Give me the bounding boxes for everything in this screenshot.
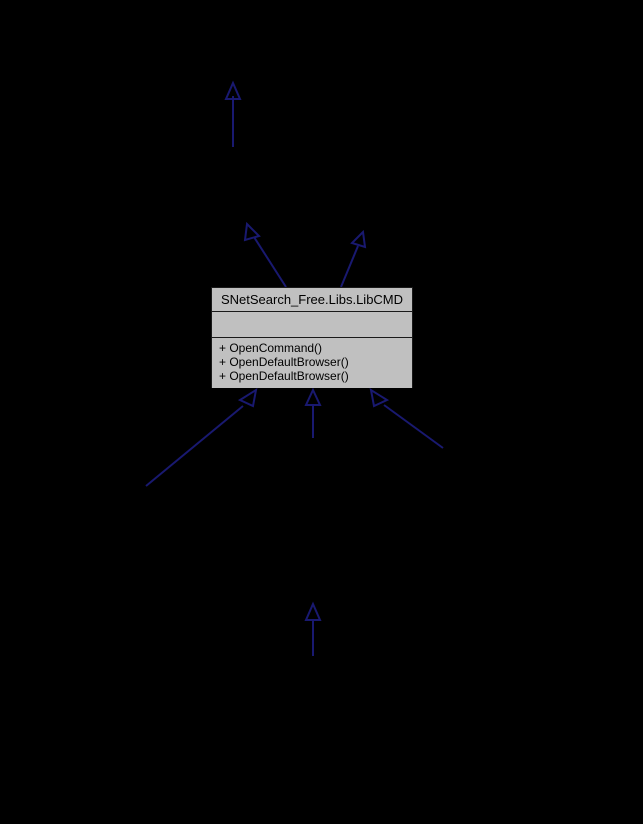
hollow-triangle-arrowhead-icon	[304, 387, 322, 406]
inheritance-edge-bottom-vertical[interactable]	[304, 601, 322, 656]
edge-line	[383, 404, 444, 449]
uml-methods-compartment: + OpenCommand() + OpenDefaultBrowser() +…	[212, 338, 412, 388]
uml-method-item: + OpenDefaultBrowser()	[219, 369, 349, 384]
inheritance-edge-lower-right[interactable]	[369, 387, 444, 449]
uml-class-node-libcmd[interactable]: SNetSearch_Free.Libs.LibCMD + OpenComman…	[211, 287, 413, 388]
hollow-triangle-arrowhead-icon	[350, 229, 367, 249]
inheritance-edge-upper-left[interactable]	[243, 221, 287, 288]
hollow-triangle-arrowhead-icon	[243, 221, 261, 242]
edge-line	[145, 405, 244, 487]
uml-method-item: + OpenCommand()	[219, 341, 323, 355]
hollow-triangle-arrowhead-icon	[237, 387, 258, 408]
hollow-triangle-arrowhead-icon	[369, 387, 390, 408]
inheritance-edge-upper-right[interactable]	[340, 229, 367, 288]
uml-class-name: SNetSearch_Free.Libs.LibCMD	[212, 288, 412, 312]
uml-method-item: + OpenDefaultBrowser()	[219, 355, 349, 370]
uml-attributes-compartment	[212, 312, 412, 338]
hollow-triangle-arrowhead-icon	[224, 80, 242, 100]
inheritance-edge-lower-left[interactable]	[145, 387, 258, 487]
inheritance-edge-top-vertical[interactable]	[224, 80, 242, 147]
inheritance-edge-lower-center[interactable]	[304, 387, 322, 438]
edge-line	[253, 236, 287, 288]
edge-line	[340, 245, 359, 288]
hollow-triangle-arrowhead-icon	[304, 601, 322, 621]
